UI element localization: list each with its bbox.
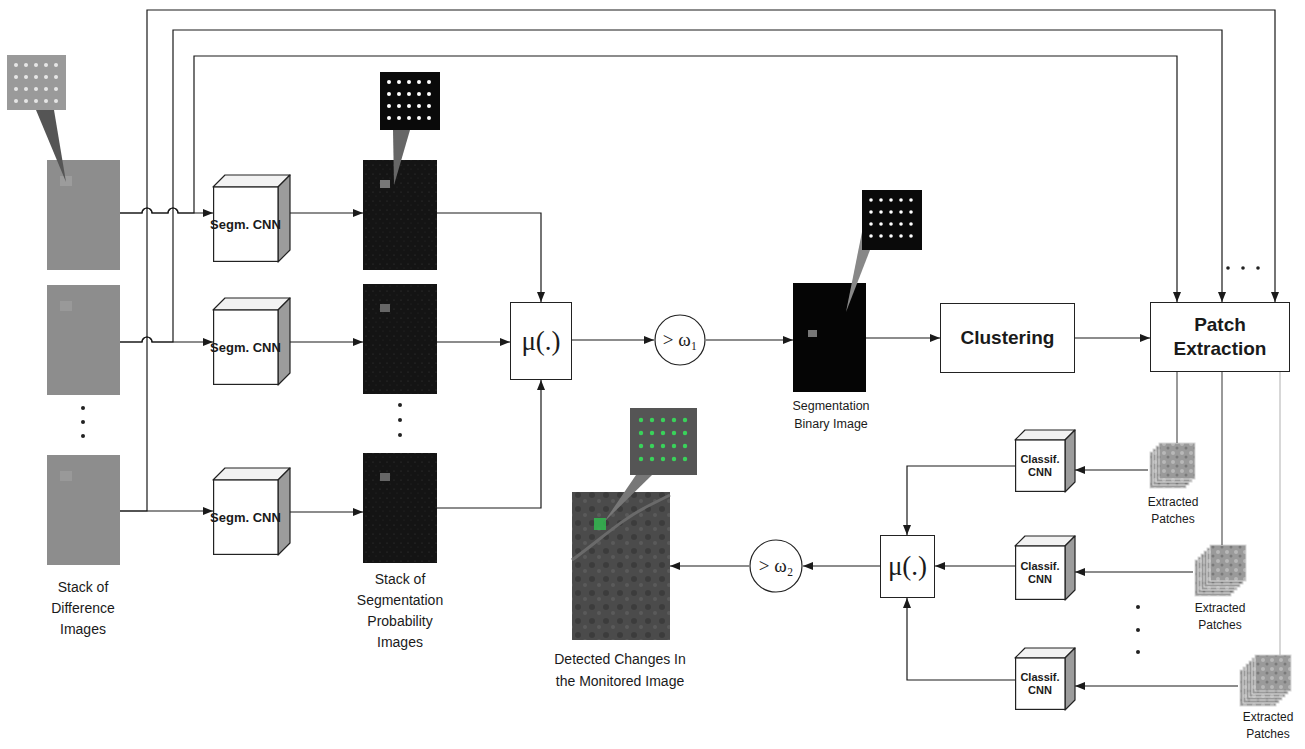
connector (572, 339, 654, 340)
mean-box: μ(.) (880, 535, 935, 598)
connector (290, 341, 363, 342)
caption: Stack of Difference Images (30, 577, 136, 640)
node-label: μ(.) (888, 551, 927, 582)
patch-stack: Extracted Patches (1235, 655, 1301, 743)
binary-image: Segmentation Binary Image (785, 283, 877, 433)
node-label: Classif. CNN (1012, 453, 1068, 479)
connector (1075, 685, 1238, 686)
process-box: Clustering (940, 303, 1075, 373)
patch-stack: Extracted Patches (1142, 440, 1204, 528)
connector (1075, 337, 1150, 338)
connector (907, 466, 1015, 535)
cnn-block: Segm. CNN (210, 298, 293, 385)
connector (290, 212, 363, 213)
caption: Stack of Segmentation Probability Images (350, 569, 450, 653)
connector (907, 598, 1015, 680)
connector (935, 565, 1015, 566)
image-stack: Stack of Difference Images (30, 155, 136, 640)
cnn-block: Classif. CNN (1012, 648, 1078, 710)
caption: Extracted Patches (1142, 494, 1204, 528)
cnn-block: Segm. CNN (210, 175, 293, 262)
mean-box: μ(.) (510, 302, 572, 380)
connector (706, 339, 793, 340)
connector (803, 565, 880, 566)
threshold-circle: > ω₂ (749, 539, 803, 593)
node-label: Clustering (961, 326, 1055, 350)
image-stack: Stack of Segmentation Probability Images (350, 150, 450, 653)
connector (670, 565, 749, 566)
connector (120, 56, 1177, 302)
connector (120, 30, 1222, 342)
node-label: > ω₂ (759, 555, 794, 577)
caption: Detected Changes In the Monitored Image (545, 648, 695, 692)
connector (120, 337, 213, 342)
node-label: Classif. CNN (1012, 560, 1068, 586)
connector (437, 341, 510, 342)
node-label: > ω₁ (663, 329, 698, 351)
connector (1279, 372, 1280, 655)
caption: Segmentation Binary Image (785, 397, 877, 433)
connector (437, 213, 541, 302)
patch-stack: Extracted Patches (1188, 542, 1252, 634)
connector (290, 511, 363, 512)
result-image: Detected Changes In the Monitored Image (545, 492, 695, 692)
connector (1221, 372, 1222, 545)
node-label: Segm. CNN (210, 510, 281, 526)
node-label: Segm. CNN (210, 217, 281, 233)
node-label: Classif. CNN (1012, 671, 1068, 697)
connector (120, 208, 213, 213)
connector (1176, 372, 1177, 443)
process-box: Patch Extraction (1150, 302, 1290, 372)
node-label: Patch Extraction (1157, 313, 1283, 361)
connector (437, 380, 541, 508)
cnn-block: Classif. CNN (1012, 430, 1078, 492)
connector (1075, 469, 1148, 470)
node-label: Segm. CNN (210, 340, 281, 356)
connector (120, 10, 1275, 511)
node-label: μ(.) (521, 326, 560, 357)
cnn-block: Classif. CNN (1012, 536, 1078, 600)
connector (1075, 571, 1193, 572)
cnn-block: Segm. CNN (210, 468, 293, 555)
threshold-circle: > ω₁ (654, 314, 706, 366)
caption: Extracted Patches (1188, 600, 1252, 634)
connector (866, 337, 940, 338)
caption: Extracted Patches (1235, 709, 1301, 743)
